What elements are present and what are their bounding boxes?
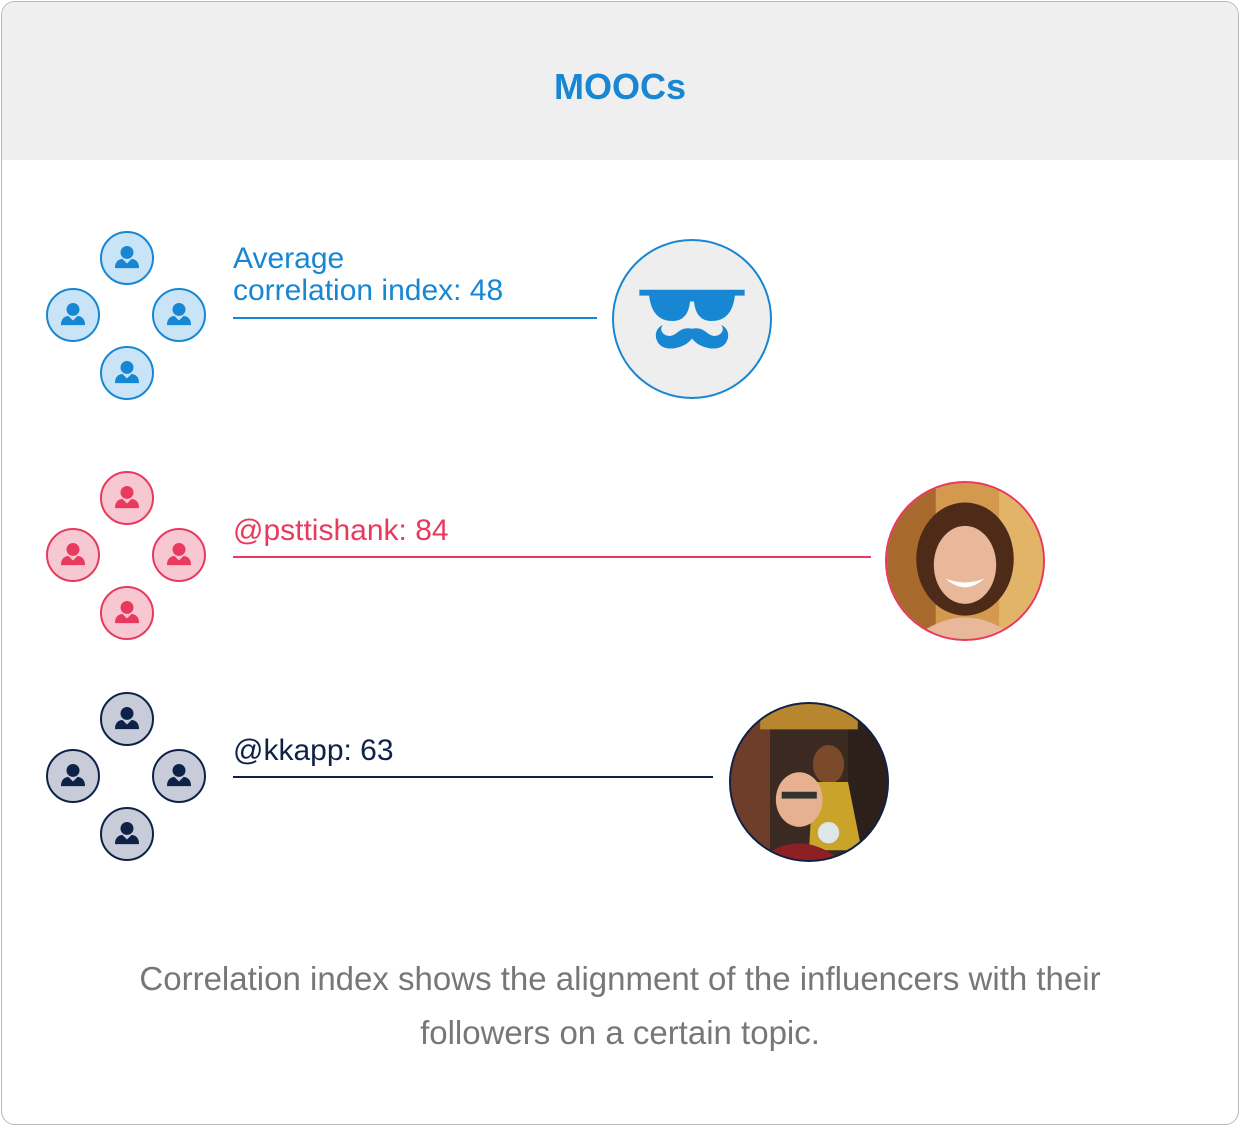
follower-icon [100, 807, 154, 861]
follower-cluster-average [44, 231, 210, 411]
kkapp-label: @kkapp: 63 [233, 734, 394, 767]
kkapp-avatar[interactable] [729, 702, 889, 862]
kkapp-connector-line [233, 776, 713, 778]
average-label-line2: correlation index: 48 [233, 274, 504, 307]
follower-icon [152, 528, 206, 582]
card-title: MOOCs [553, 66, 686, 107]
psttishank-label: @psttishank: 84 [233, 514, 449, 547]
average-row: Average correlation index: 48 [2, 231, 1238, 411]
follower-icon [100, 231, 154, 285]
average-connector-line [233, 317, 597, 319]
follower-cluster-kkapp [44, 692, 210, 872]
kkapp-row: @kkapp: 63 [2, 692, 1238, 872]
card-header: MOOCs [2, 2, 1238, 160]
follower-cluster-psttishank [44, 471, 210, 651]
follower-icon [46, 749, 100, 803]
man-portrait-photo [731, 704, 887, 860]
average-label-line1: Average [233, 242, 345, 275]
anonymous-influencer-avatar [612, 239, 772, 399]
follower-icon [152, 288, 206, 342]
woman-portrait-photo [887, 483, 1043, 639]
psttishank-avatar[interactable] [885, 481, 1045, 641]
sunglasses-mustache-icon [639, 289, 745, 349]
footnote: Correlation index shows the alignment of… [139, 960, 1101, 1051]
follower-icon [152, 749, 206, 803]
follower-icon [46, 528, 100, 582]
follower-icon [46, 288, 100, 342]
psttishank-connector-line [233, 556, 871, 558]
follower-icon [100, 346, 154, 400]
psttishank-row: @psttishank: 84 [2, 471, 1238, 651]
follower-icon [100, 692, 154, 746]
follower-icon [100, 586, 154, 640]
follower-icon [100, 471, 154, 525]
